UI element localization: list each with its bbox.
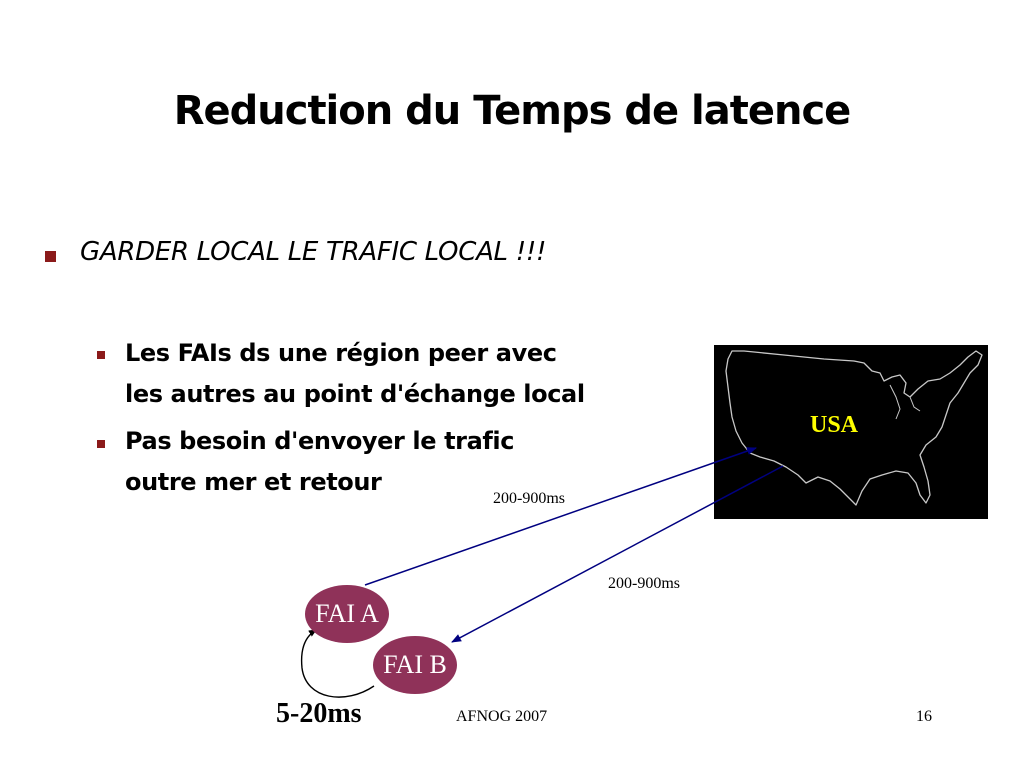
sub-bullet-line: les autres au point d'échange local (125, 380, 585, 408)
sub-bullet-line: Les FAIs ds une région peer avec (125, 339, 557, 367)
arrow-fai-a-to-usa (364, 447, 757, 586)
slide-title: Reduction du Temps de latence (173, 88, 852, 134)
bullet-square-icon (97, 351, 105, 359)
arrow-usa-to-fai-b (451, 465, 784, 643)
sub-bullet-line: Pas besoin d'envoyer le trafic (125, 427, 515, 455)
bullet-square-icon (45, 251, 56, 262)
latency-from-usa-label: 200-900ms (608, 575, 680, 592)
usa-map (714, 345, 988, 519)
isp-node-b[interactable]: FAI B (373, 636, 457, 694)
local-latency-label: 5-20ms (276, 698, 362, 729)
arrow-local-exchange (300, 629, 375, 698)
sub-bullet-overseas: Pas besoin d'envoyer le trafic outre mer… (125, 421, 685, 503)
main-bullet-text: GARDER LOCAL LE TRAFIC LOCAL !!! (80, 237, 547, 267)
bullet-square-icon (97, 440, 105, 448)
usa-outline-icon (725, 350, 983, 506)
isp-node-a[interactable]: FAI A (305, 585, 389, 643)
sub-bullet-peering: Les FAIs ds une région peer avec les aut… (125, 333, 715, 415)
footer-event: AFNOG 2007 (456, 708, 548, 725)
footer-page-number: 16 (916, 708, 932, 725)
usa-label: USA (810, 412, 859, 438)
latency-to-usa-label: 200-900ms (493, 490, 565, 507)
sub-bullet-line: outre mer et retour (125, 468, 382, 496)
